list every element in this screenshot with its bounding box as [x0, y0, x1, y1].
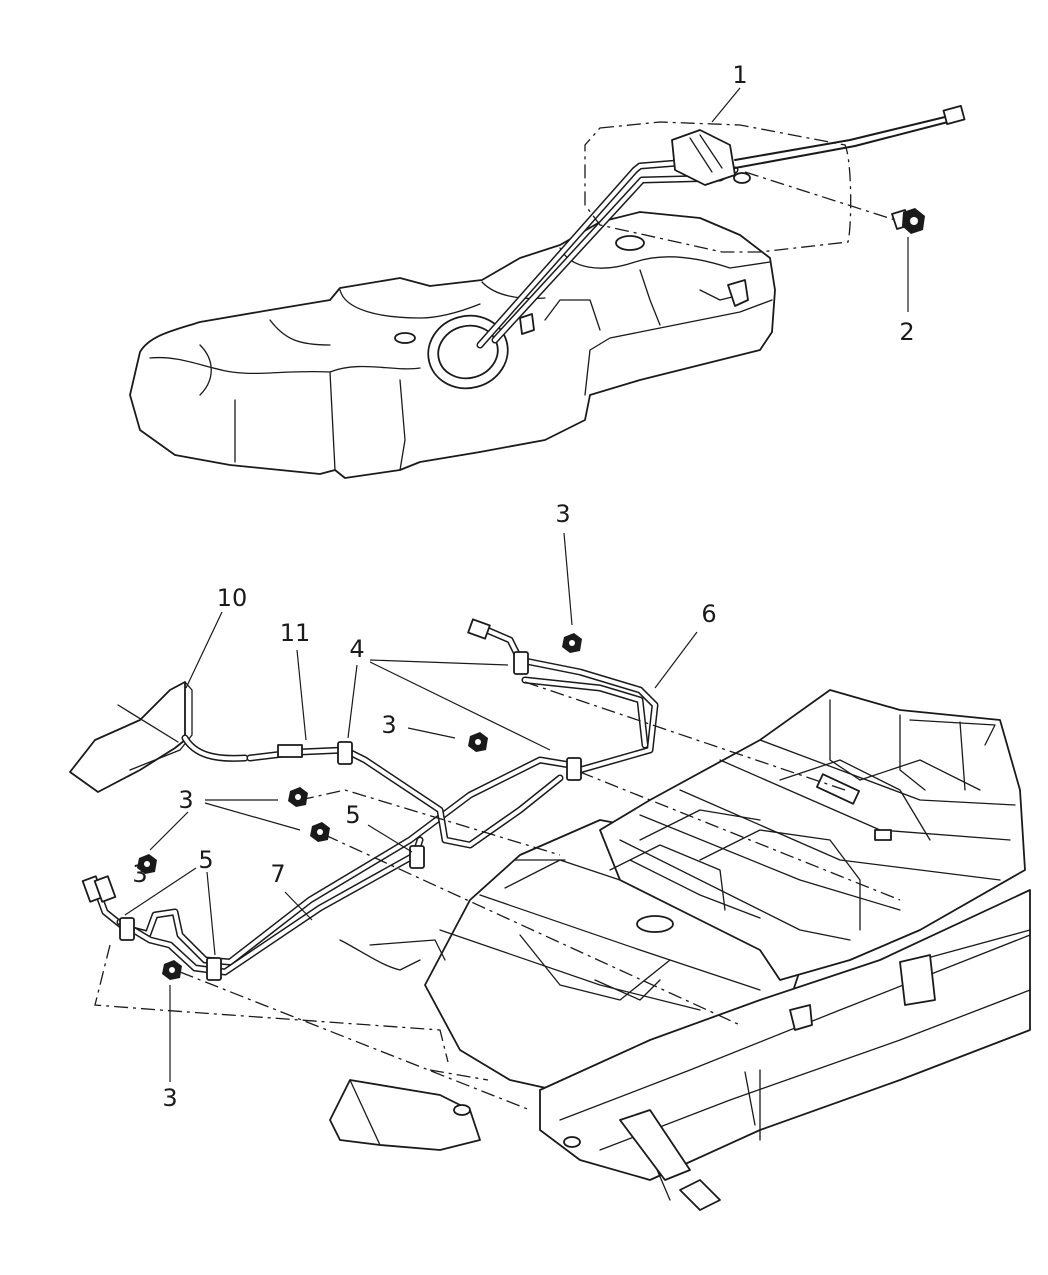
callout-7: 7 [270, 860, 285, 888]
callout-5-right: 5 [345, 801, 360, 829]
mounting-bolts [137, 633, 582, 980]
callout-3-middle: 3 [381, 711, 396, 739]
harness-phantom-outline [584, 121, 852, 253]
leader-lines [124, 87, 909, 1082]
callout-4: 4 [349, 635, 364, 663]
callout-2: 2 [899, 318, 914, 346]
callout-5-left: 5 [198, 846, 213, 874]
retaining-bolt [744, 171, 925, 234]
fuel-lines [81, 618, 659, 981]
callout-10: 10 [217, 584, 248, 612]
callout-3-bottom: 3 [162, 1084, 177, 1112]
callout-labels: 1 2 3 3 3 3 3 4 5 5 6 7 10 11 [132, 61, 914, 1112]
callout-3-hidden: 3 [132, 860, 147, 888]
callout-6: 6 [701, 600, 716, 628]
callout-11: 11 [280, 619, 311, 647]
callout-3-left: 3 [178, 786, 193, 814]
callout-3-top: 3 [555, 500, 570, 528]
fuel-tank [129, 211, 776, 479]
vehicle-underbody [69, 681, 1031, 1211]
fuel-pump-harness [476, 105, 966, 349]
callout-1: 1 [732, 61, 747, 89]
phantom-lines [94, 681, 901, 1111]
